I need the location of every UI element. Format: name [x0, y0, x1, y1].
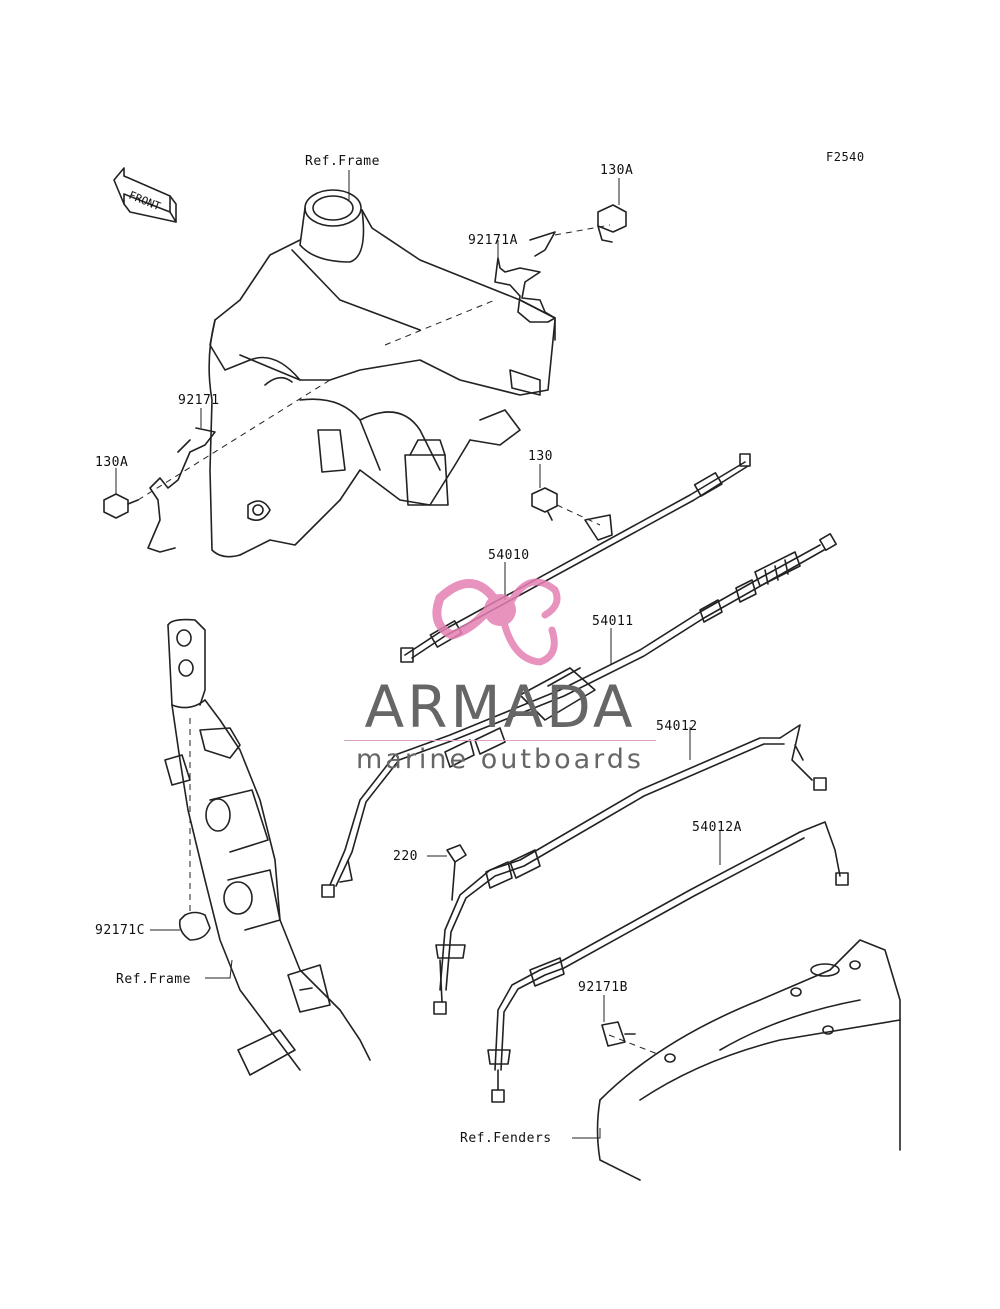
label-130A-left: 130A — [95, 455, 129, 470]
cable-54012-drawing — [433, 724, 827, 1015]
front-arrow-icon: FRONT — [113, 167, 177, 223]
label-ref-fenders: Ref.Fenders — [460, 1131, 552, 1146]
label-ref-frame-top: Ref.Frame — [305, 154, 380, 169]
cable-54010-drawing — [400, 453, 751, 663]
label-ref-frame-bottom: Ref.Frame — [116, 972, 191, 987]
label-92171: 92171 — [178, 393, 220, 408]
label-92171C: 92171C — [95, 923, 145, 938]
clip-92171B-drawing — [601, 1021, 636, 1047]
label-130A-top: 130A — [600, 163, 634, 178]
leader-lines — [115, 170, 721, 1139]
label-54010: 54010 — [488, 548, 530, 563]
label-54012A: 54012A — [692, 820, 742, 835]
bracket-92171-drawing — [147, 427, 216, 553]
frame-bottom-drawing — [164, 618, 371, 1076]
cable-54011-drawing — [321, 533, 837, 898]
propeller-icon — [432, 578, 561, 666]
watermark-brand: ARMADA — [364, 673, 636, 741]
label-220: 220 — [393, 849, 418, 864]
bolt-130A-top-drawing — [597, 204, 627, 243]
bracket-92171A-drawing — [494, 231, 556, 323]
bolt-130A-left-drawing — [103, 493, 139, 519]
label-92171A: 92171A — [468, 233, 518, 248]
bolt-220-drawing — [446, 844, 467, 901]
frame-top-drawing — [208, 189, 556, 558]
fender-drawing — [596, 939, 901, 1181]
watermark-tagline: marine outboards — [355, 744, 644, 775]
label-54012: 54012 — [656, 719, 698, 734]
label-92171B: 92171B — [578, 980, 628, 995]
cable-54012A-drawing — [487, 821, 849, 1103]
label-54011: 54011 — [592, 614, 634, 629]
watermark-divider — [344, 740, 656, 741]
label-130: 130 — [528, 449, 553, 464]
diagram-code: F2540 — [826, 150, 865, 164]
watermark: ARMADA marine outboards — [320, 676, 680, 775]
bolt-130-drawing — [531, 487, 558, 521]
